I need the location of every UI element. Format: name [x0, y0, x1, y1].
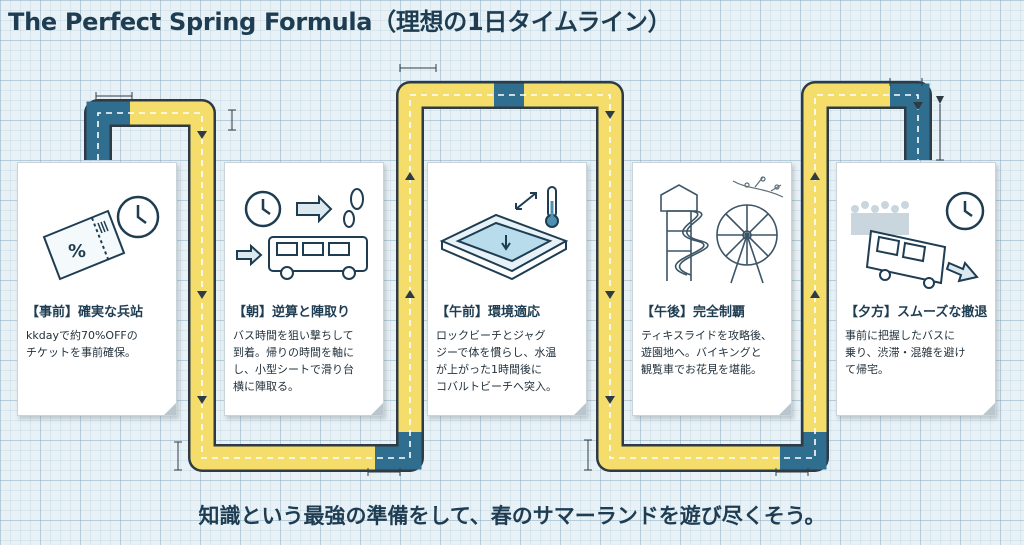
card-body: ティキスライドを攻略後、 遊園地へ。バイキングと 観覧車でお花見を堪能。 — [641, 329, 773, 376]
water-slide-icon — [660, 184, 709, 281]
card-heading: 【午後】完全制覇 — [641, 305, 746, 320]
clock-icon — [244, 190, 282, 228]
card-heading: 【夕方】スムーズな撤退 — [845, 305, 988, 320]
page-fold — [574, 403, 586, 415]
cherry-blossom-icon — [732, 176, 784, 198]
arrow-icon — [236, 194, 333, 267]
svg-text:%: % — [68, 241, 86, 262]
bus-icon — [865, 229, 947, 289]
card-heading: 【事前】確実な兵站 — [26, 305, 144, 320]
card-illustration — [439, 186, 569, 281]
card-illustration — [660, 176, 784, 284]
ferris-wheel-icon — [716, 204, 778, 284]
card-body: ロックビーチとジャグ ジーで体を慣らし、水温 が上がった1時間後に コバルトビー… — [436, 329, 557, 393]
clock-icon — [945, 191, 985, 231]
card-illustration — [236, 188, 368, 280]
timeline-card-morning: 【朝】逆算と陣取り バス時間を狙い撃ちして 到着。帰りの時間を軸に し、小型シー… — [224, 162, 384, 416]
timeline-card-pre: % 【事前】確実な兵站 kkdayで約70%OFFの チケットを事前確保。 — [17, 162, 177, 416]
timeline-card-evening: 【夕方】スムーズな撤退 事前に把握したバスに 乗り、渋滞・混雑を避け て帰宅。 — [836, 162, 996, 416]
card-body: バス時間を狙い撃ちして 到着。帰りの時間を軸に し、小型シートで滑り台 横に陣取… — [233, 329, 354, 393]
page-fold — [983, 403, 995, 415]
card-illustration — [851, 191, 985, 289]
timeline-card-afternoon: 【午後】完全制覇 ティキスライドを攻略後、 遊園地へ。バイキングと 観覧車でお花… — [632, 162, 792, 416]
page-fold — [164, 403, 176, 415]
timeline-card-forenoon: 【午前】環境適応 ロックビーチとジャグ ジーで体を慣らし、水温 が上がった1時間… — [427, 162, 587, 416]
card-heading: 【朝】逆算と陣取り — [233, 305, 351, 320]
crowd-icon — [851, 201, 909, 235]
page-fold — [779, 403, 791, 415]
bus-icon — [268, 236, 368, 280]
clock-icon — [116, 195, 160, 239]
pool-icon — [439, 213, 569, 281]
card-body: 事前に把握したバスに 乗り、渋滞・混雑を避け て帰宅。 — [845, 329, 966, 376]
thermometer-icon — [545, 186, 559, 228]
footer-slogan: 知識という最強の準備をして、春のサマーランドを遊び尽くそう。 — [198, 504, 826, 528]
page-title: The Perfect Spring Formula（理想の1日タイムライン） — [8, 8, 672, 36]
card-illustration: % — [42, 195, 160, 281]
arrow-icon — [945, 261, 979, 283]
card-body: kkdayで約70%OFFの チケットを事前確保。 — [26, 329, 138, 359]
page-fold — [371, 403, 383, 415]
card-heading: 【午前】環境適応 — [436, 305, 541, 320]
ticket-icon: % — [42, 209, 126, 281]
footprint-icon — [343, 188, 364, 228]
